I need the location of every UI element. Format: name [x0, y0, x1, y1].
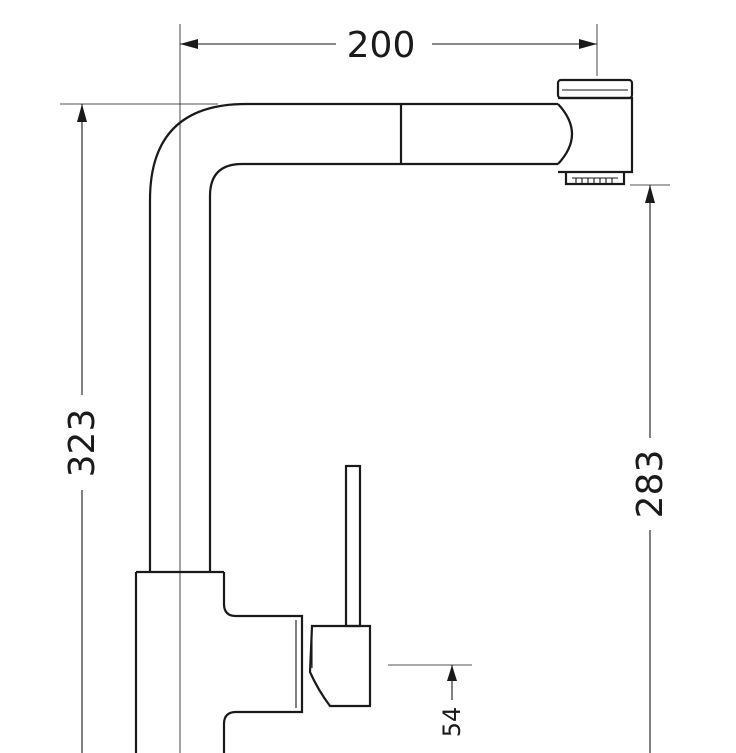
dimension-width: 200 — [180, 25, 597, 66]
arrowhead-up — [77, 104, 87, 122]
arrowhead-up — [447, 665, 457, 681]
reference-lines — [60, 24, 670, 753]
width-dimension-label: 200 — [347, 25, 416, 66]
spout-height-dimension-label: 283 — [630, 450, 671, 519]
dimension-lever-offset: 54 — [438, 665, 466, 737]
arrowhead-right — [579, 39, 597, 49]
lever-handle — [308, 464, 372, 708]
total-height-dimension-label: 323 — [62, 409, 103, 478]
dimension-spout-height: 283 — [630, 185, 671, 753]
dimension-total-height: 323 — [62, 104, 103, 753]
lever-offset-dimension-label: 54 — [438, 707, 466, 738]
arrowhead-left — [180, 39, 198, 49]
spray-head — [556, 78, 634, 186]
nozzle-teeth — [575, 178, 613, 184]
arrowhead-up — [645, 185, 655, 203]
faucet-body — [134, 570, 304, 753]
faucet-spout — [148, 102, 558, 572]
